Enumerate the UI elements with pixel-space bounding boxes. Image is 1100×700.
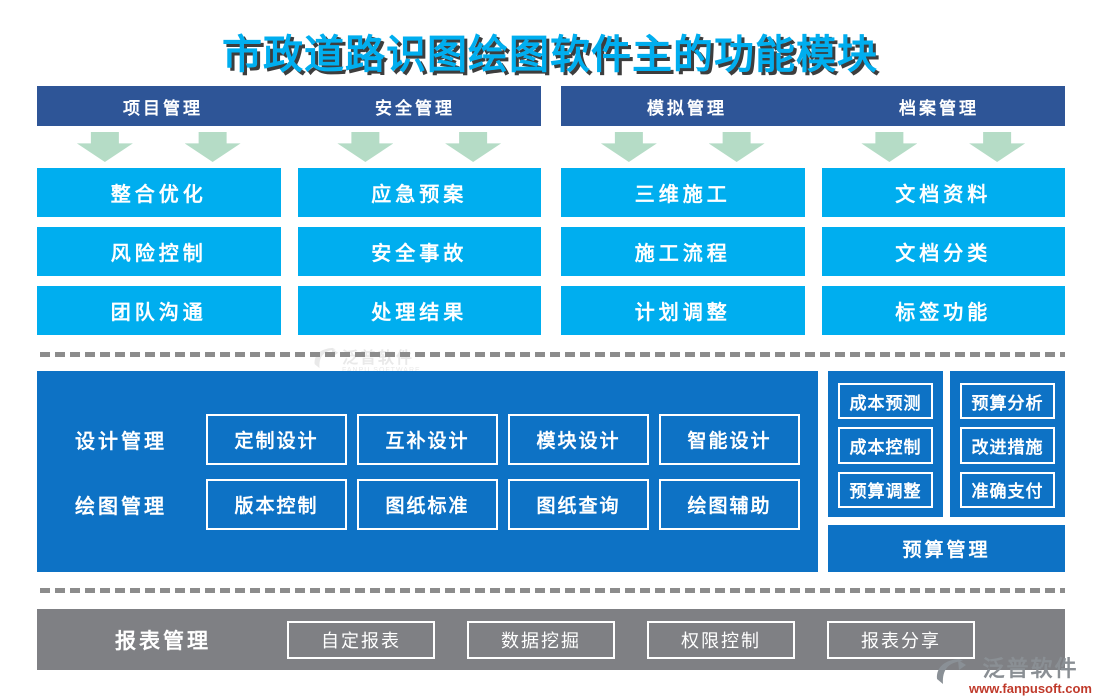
columns-left: 整合优化 风险控制 团队沟通 应急预案 安全事故 处理结果 (37, 126, 541, 335)
down-arrow-icon (600, 132, 657, 162)
module-box: 数据挖掘 (467, 620, 615, 659)
module-box: 三维施工 (561, 168, 805, 217)
module-box: 标签功能 (821, 286, 1065, 335)
brand-url: www.fanpusoft.com (968, 681, 1092, 696)
report-management-bar: 报表管理 自定报表 数据挖掘 权限控制 报表分享 (37, 609, 1065, 670)
module-box: 绘图辅助 (659, 478, 800, 530)
arrow-row (822, 126, 1066, 168)
down-arrow-icon (969, 132, 1026, 162)
down-arrow-icon (861, 132, 918, 162)
header-simulation-management: 模拟管理 (647, 98, 727, 118)
module-box: 成本预测 (838, 383, 933, 420)
module-box: 权限控制 (647, 620, 795, 659)
brand-name: 泛普软件 (982, 656, 1079, 681)
module-box: 智能设计 (659, 413, 800, 465)
middle-section: 设计管理 定制设计 互补设计 模块设计 智能设计 绘图管理 版本控制 图纸标准 … (37, 371, 1065, 572)
fanpu-swoosh-icon (935, 658, 967, 695)
module-box: 团队沟通 (37, 286, 281, 335)
arrow-row (561, 126, 805, 168)
dashed-divider-bottom (40, 588, 1065, 593)
column-simulation-management: 三维施工 施工流程 计划调整 (561, 126, 805, 335)
module-box: 预算分析 (960, 383, 1055, 420)
arrow-row (37, 126, 281, 168)
module-box: 整合优化 (37, 168, 281, 217)
cost-panel: 成本预测 成本控制 预算调整 (828, 371, 943, 517)
module-box: 准确支付 (960, 471, 1055, 508)
module-box: 版本控制 (206, 478, 347, 530)
header-bar-left: 项目管理 安全管理 (37, 86, 541, 126)
module-box: 模块设计 (508, 413, 649, 465)
design-drawing-panel: 设计管理 定制设计 互补设计 模块设计 智能设计 绘图管理 版本控制 图纸标准 … (37, 371, 818, 572)
top-section: 项目管理 安全管理 整合优化 风险控制 团队沟通 (37, 86, 1065, 374)
header-bar-right: 模拟管理 档案管理 (561, 86, 1065, 126)
module-box: 文档资料 (821, 168, 1065, 217)
module-box: 应急预案 (297, 168, 541, 217)
module-box: 互补设计 (357, 413, 498, 465)
column-project-management: 整合优化 风险控制 团队沟通 (37, 126, 281, 335)
module-box: 图纸标准 (357, 478, 498, 530)
module-box: 施工流程 (561, 227, 805, 276)
design-row: 设计管理 定制设计 互补设计 模块设计 智能设计 (37, 413, 818, 465)
module-box: 定制设计 (206, 413, 347, 465)
fanpu-logo: 泛普软件 www.fanpusoft.com (935, 658, 1092, 696)
module-box: 报表分享 (827, 620, 975, 659)
header-archive-management: 档案管理 (899, 98, 979, 118)
module-box: 处理结果 (297, 286, 541, 335)
drawing-management-label: 绘图管理 (75, 495, 167, 518)
columns-right: 三维施工 施工流程 计划调整 文档资料 文档分类 标签功能 (561, 126, 1065, 335)
arrow-row (298, 126, 542, 168)
module-box: 计划调整 (561, 286, 805, 335)
module-box: 图纸查询 (508, 478, 649, 530)
header-project-management: 项目管理 (123, 98, 203, 118)
module-box: 预算调整 (838, 471, 933, 508)
module-box: 成本控制 (838, 427, 933, 464)
analysis-panel: 预算分析 改进措施 准确支付 (950, 371, 1065, 517)
module-box: 文档分类 (821, 227, 1065, 276)
report-management-label: 报表管理 (115, 629, 211, 653)
budget-section: 成本预测 成本控制 预算调整 预算分析 改进措施 准确支付 预算管理 (828, 371, 1065, 572)
column-safety-management: 应急预案 安全事故 处理结果 (297, 126, 542, 335)
down-arrow-icon (184, 132, 241, 162)
module-box: 安全事故 (297, 227, 541, 276)
budget-management-bar: 预算管理 (828, 525, 1065, 572)
module-box: 改进措施 (960, 427, 1055, 464)
module-group-right: 模拟管理 档案管理 三维施工 施工流程 计划调整 (561, 86, 1065, 335)
down-arrow-icon (76, 132, 133, 162)
column-archive-management: 文档资料 文档分类 标签功能 (821, 126, 1066, 335)
module-box: 风险控制 (37, 227, 281, 276)
down-arrow-icon (708, 132, 765, 162)
drawing-row: 绘图管理 版本控制 图纸标准 图纸查询 绘图辅助 (37, 478, 818, 530)
module-box: 自定报表 (287, 620, 435, 659)
design-management-label: 设计管理 (75, 430, 167, 453)
dashed-divider-top (40, 352, 1065, 357)
page-title: 市政道路识图绘图软件主的功能模块 (222, 33, 878, 77)
down-arrow-icon (337, 132, 394, 162)
down-arrow-icon (445, 132, 502, 162)
module-group-left: 项目管理 安全管理 整合优化 风险控制 团队沟通 (37, 86, 541, 335)
header-safety-management: 安全管理 (375, 98, 455, 118)
